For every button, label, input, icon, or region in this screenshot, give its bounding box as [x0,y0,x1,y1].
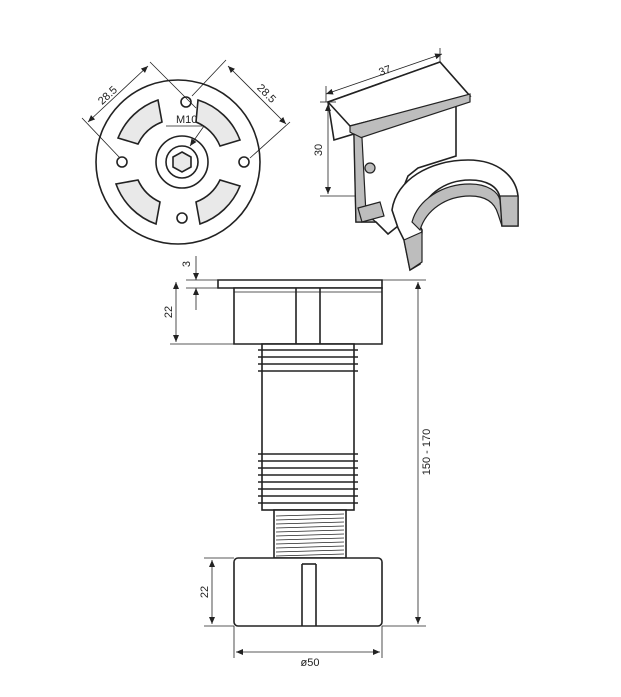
column-rings-top [258,349,358,372]
clip-dim-width-line [325,53,443,95]
dim-left-ext2 [81,117,121,159]
base [233,557,383,627]
top-view: 28.5 28.5 M10 [81,59,291,245]
top-view-hole-top [180,96,192,108]
dim-right-ext1 [191,59,227,97]
thread-line [275,533,345,537]
thread-line [275,541,345,545]
dim-left-line [87,65,149,123]
top-view-slot-bottom-left [114,179,161,226]
base-height-label: 22 [199,586,211,598]
diameter-label: ø50 [301,657,320,669]
top-view-slot-bottom-right [195,179,242,226]
thread-line [275,525,345,529]
thread-line [275,517,345,521]
dim-right-ext2 [249,121,291,159]
clip-view: 37 30 [313,48,519,272]
clip-base-step [357,201,385,223]
top-cap [233,287,383,345]
top-view-hole-left [116,156,128,168]
side-view: 3 22 22 150 - 170 ø50 [163,256,433,669]
thread-line [275,549,345,553]
top-view-hole-right [238,156,250,168]
dim-right-label: 28.5 [254,82,278,106]
dim-left-ext1 [149,61,197,109]
thread-line [275,545,345,549]
clip-ring-end [499,195,519,227]
dim-left-label: 28.5 [96,84,120,107]
hex-socket-icon [172,151,192,173]
thread-leader-arrow [189,125,205,147]
top-view-slot-top-left [116,98,163,145]
top-view-hole-bottom [176,212,188,224]
thread-label: M10 [176,114,197,126]
clip-ring-foot [403,231,423,271]
cap-height-label: 22 [163,306,175,318]
thread-line [275,537,345,541]
column [261,343,355,511]
clip-screw-hole [364,162,376,174]
clip-height-label: 30 [313,144,325,156]
total-height-label: 150 - 170 [421,429,433,475]
thread-line [275,513,345,517]
step-label: 3 [181,261,193,267]
top-cap-lip [217,279,383,289]
dim-right-line [227,65,287,125]
thread-line [275,553,345,557]
clip-width-label: 37 [377,63,392,78]
clip-rim [349,93,471,139]
thread-line [275,529,345,533]
thread-lines [275,513,345,557]
clip-ring-inner [411,183,503,232]
thread-line [275,521,345,525]
column-rings-bottom [258,453,358,504]
